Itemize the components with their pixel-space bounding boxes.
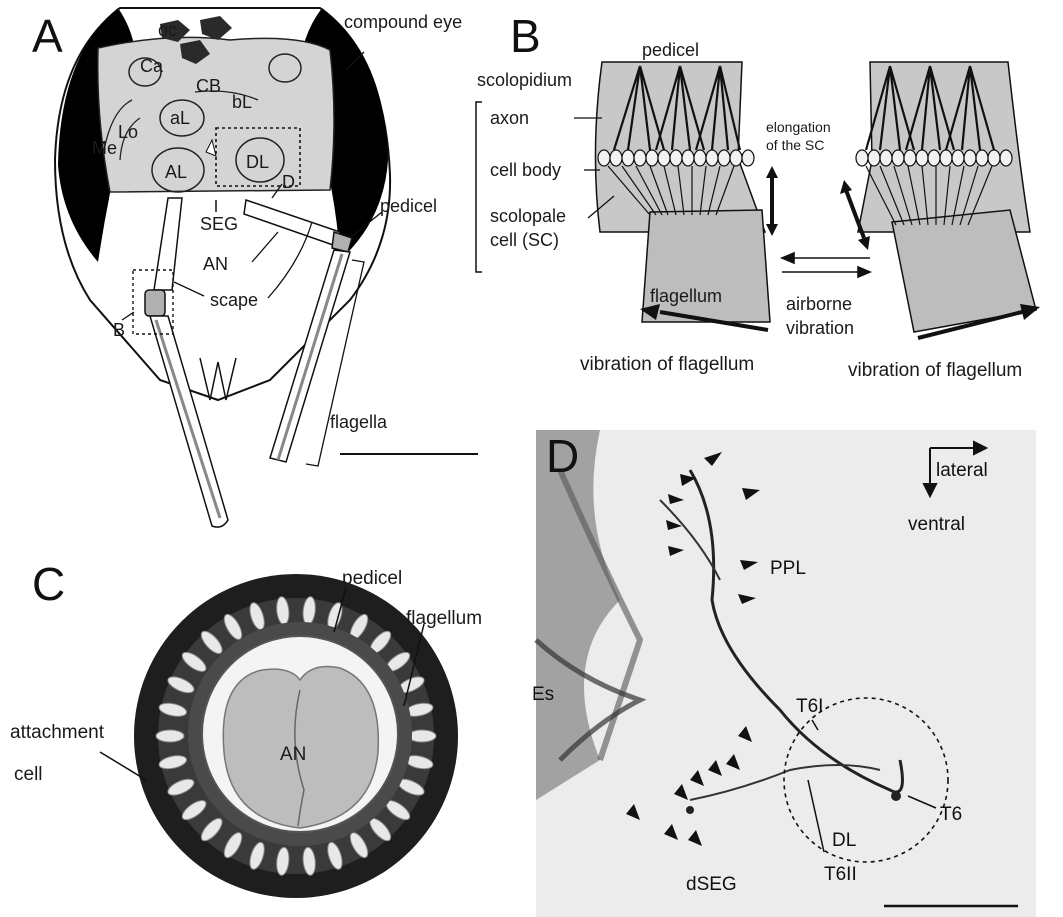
- label-me: Me: [92, 138, 117, 158]
- label-cell-body: cell body: [490, 160, 561, 180]
- panel-b: B: [476, 10, 1040, 381]
- attachment-cell: [408, 730, 436, 742]
- label-flagellum-c: flagellum: [406, 608, 482, 629]
- terminal-dseg: [686, 806, 694, 814]
- label-scolopale-1: scolopale: [490, 206, 566, 226]
- label-pedicel-c: pedicel: [342, 568, 402, 589]
- label-t6: T6: [940, 804, 962, 825]
- label-scolopidium: scolopidium: [477, 70, 572, 90]
- panel-a: A: [32, 8, 478, 527]
- label-cb: CB: [196, 76, 221, 96]
- label-scape: scape: [210, 290, 258, 310]
- label-al: AL: [165, 162, 187, 182]
- label-ca: Ca: [140, 56, 164, 76]
- label-attachment-1: attachment: [10, 722, 105, 743]
- label-dseg: dSEG: [686, 874, 737, 895]
- label-an: AN: [203, 254, 228, 274]
- label-es: Es: [532, 684, 554, 705]
- label-compound-eye: compound eye: [344, 12, 462, 32]
- terminal-t6: [891, 791, 901, 801]
- label-lo: Lo: [118, 122, 138, 142]
- label-flagellum-b: flagellum: [650, 286, 722, 306]
- label-scolopale-2: cell (SC): [490, 230, 559, 250]
- label-lateral: lateral: [936, 460, 988, 481]
- elongation-arrow-left: [766, 166, 778, 236]
- label-elongation-2: of the SC: [766, 137, 824, 153]
- label-dl-d: DL: [832, 830, 856, 851]
- label-pedicel-b: pedicel: [642, 40, 699, 60]
- label-an-c: AN: [280, 744, 306, 765]
- label-ppl: PPL: [770, 558, 806, 579]
- label-vibration-left: vibration of flagellum: [580, 354, 754, 375]
- panel-d-letter: D: [546, 430, 579, 482]
- label-flagella: flagella: [330, 412, 388, 432]
- label-dl: DL: [246, 152, 269, 172]
- label-bl: bL: [232, 92, 252, 112]
- airborne-vibration-arrows: [782, 253, 870, 277]
- label-pedicel-a: pedicel: [380, 196, 437, 216]
- label-t6ii: T6II: [824, 864, 857, 885]
- label-t6i: T6I: [796, 696, 823, 717]
- panel-b-letter: B: [510, 10, 541, 62]
- label-d: D: [282, 172, 295, 192]
- label-seg: SEG: [200, 214, 238, 234]
- label-attachment-2: cell: [14, 764, 43, 785]
- micrograph-background: [536, 430, 1036, 917]
- label-b: B: [113, 320, 125, 340]
- label-airborne-2: vibration: [786, 318, 854, 338]
- label-oc: oc: [158, 20, 177, 40]
- label-ventral: ventral: [908, 514, 965, 535]
- label-al-small: aL: [170, 108, 190, 128]
- attachment-cell: [156, 730, 184, 742]
- scolopidium-bracket: [476, 102, 482, 272]
- panel-d: D lateral ventral PPL Es T6I T6 DL dSEG …: [532, 430, 1036, 917]
- panel-c: C pedicel flagellum attachment cell AN: [10, 558, 482, 898]
- panel-c-letter: C: [32, 558, 65, 610]
- label-airborne-1: airborne: [786, 294, 852, 314]
- left-pedicel: [145, 290, 165, 316]
- label-axon: axon: [490, 108, 529, 128]
- label-elongation-1: elongation: [766, 119, 831, 135]
- label-vibration-right: vibration of flagellum: [848, 360, 1022, 381]
- panel-a-letter: A: [32, 10, 63, 62]
